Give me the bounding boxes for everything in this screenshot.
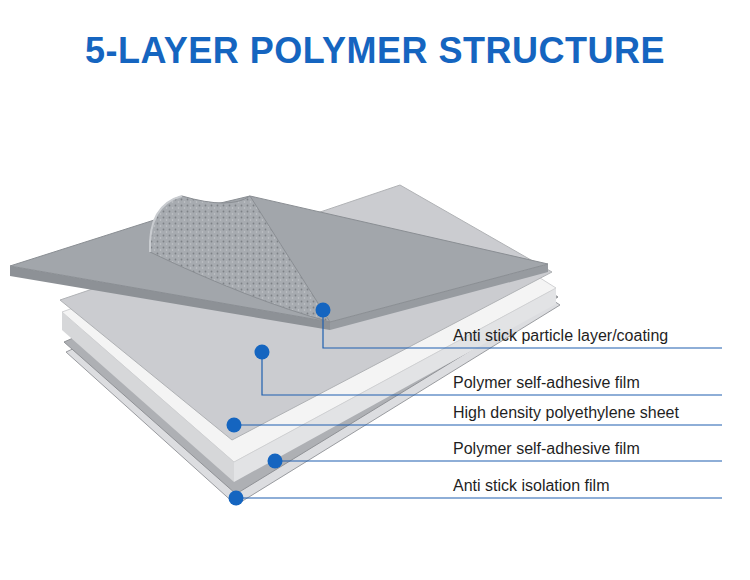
- layer-label: Polymer self-adhesive film: [453, 373, 640, 392]
- layer-label: Polymer self-adhesive film: [453, 439, 640, 458]
- layer-label: High density polyethylene sheet: [453, 403, 679, 422]
- layer-label: Anti stick particle layer/coating: [453, 326, 668, 345]
- diagram-title: 5-LAYER POLYMER STRUCTURE: [0, 30, 750, 72]
- layer-label: Anti stick isolation film: [453, 476, 610, 495]
